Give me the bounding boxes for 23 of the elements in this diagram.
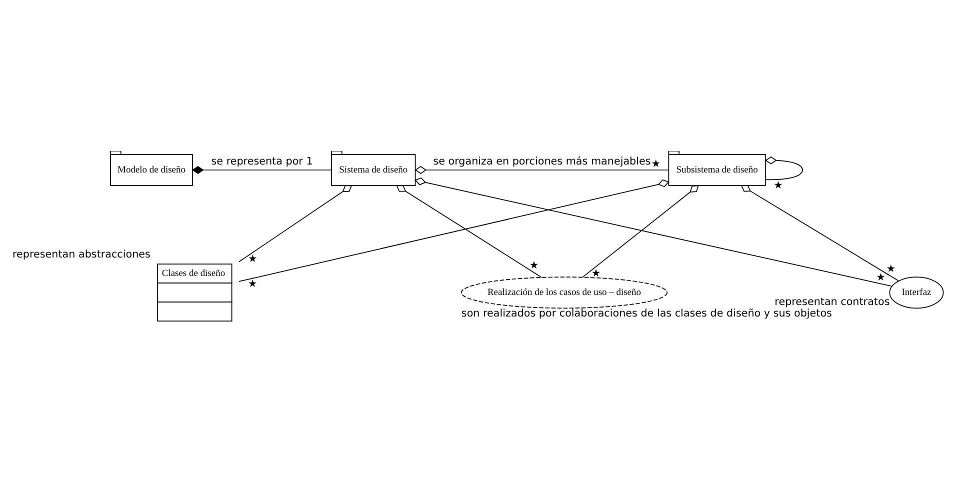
label: ★ <box>529 258 539 271</box>
connector <box>238 178 670 282</box>
connector <box>765 156 803 180</box>
label: ★ <box>774 178 783 191</box>
connector <box>396 184 542 278</box>
connector <box>414 166 669 174</box>
node-label: representan contratos <box>774 296 890 308</box>
label: ★ <box>886 262 896 275</box>
label: ★ <box>876 270 886 283</box>
node-label: representan abstracciones <box>12 248 150 260</box>
connector <box>740 184 900 281</box>
connector <box>582 184 699 278</box>
node-ellipse: Interfaz <box>889 276 944 308</box>
connector <box>192 166 332 174</box>
label: ★ <box>651 157 661 170</box>
connector <box>414 176 892 286</box>
label: ★ <box>248 252 258 265</box>
label: ★ <box>248 278 258 290</box>
node-label: son realizados por colaboraciones de las clases de diseño y sus objetos <box>461 306 832 319</box>
edge-label: se representa por 1 <box>211 154 313 167</box>
edge-label: se organiza en porciones más manejables <box>433 154 651 167</box>
node-ellipse: Realización de los casos de uso – diseño <box>460 276 668 308</box>
connector <box>238 184 352 262</box>
